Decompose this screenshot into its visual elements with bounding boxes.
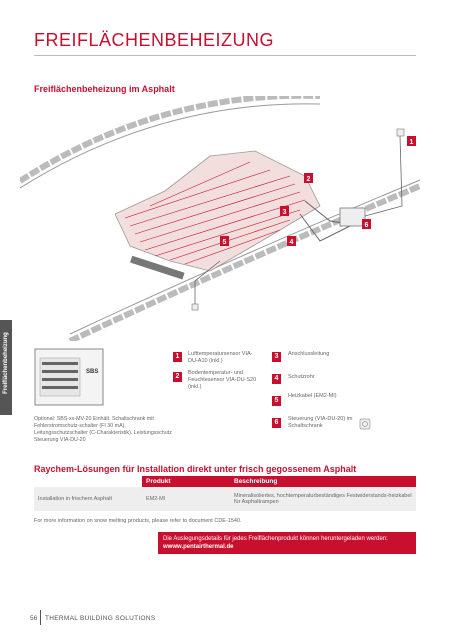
side-tab-label: Freiflächenbeheizung [3, 332, 9, 394]
asphalt-heating-illustration: 1 2 3 4 5 6 [20, 96, 422, 341]
table-header-product: Produkt [142, 476, 230, 487]
callout-badge-4: 4 [272, 374, 281, 384]
design-details-box: Die Auslegungsdetails für jedes Freifläc… [158, 532, 416, 554]
callout-badge-2: 2 [173, 372, 182, 382]
svg-text:3: 3 [283, 209, 287, 216]
section-title-asphalt: Freiflächenbeheizung im Asphalt [34, 84, 175, 94]
table-cell-application: Installation in frischem Asphalt [34, 487, 142, 511]
table-row: Installation in frischem Asphalt EM2-MI … [34, 487, 416, 511]
callout-badge-5: 5 [272, 396, 281, 406]
svg-text:1: 1 [410, 139, 414, 146]
callout-text-6: Steuerung (VIA-DU-20) im Schaltschrank [288, 416, 353, 429]
callout-text-1: Lufttemperatursensor VIA-DU-A10 (inkl.) [188, 351, 253, 364]
product-table: Produkt Beschreibung Installation in fri… [34, 476, 416, 511]
side-tab: Freiflächenbeheizung [0, 320, 12, 415]
design-note: Die Auslegungsdetails für jedes Freifläc… [163, 536, 388, 542]
callout-badge-3: 3 [272, 352, 281, 362]
svg-text:6: 6 [365, 222, 369, 229]
callout-text-3: Anschlussleitung [288, 351, 330, 357]
cabinet-label: SBS [86, 369, 98, 375]
footer-title: THERMAL BUILDING SOLUTIONS [45, 615, 156, 622]
callout-badge-6: 6 [272, 418, 281, 428]
callout-text-5: Heizkabel (EM2-MI) [288, 393, 337, 399]
footer-divider [40, 610, 41, 625]
table-cell-description: Mineralisoliertes, hochtemperaturbeständ… [230, 487, 416, 511]
page-number: 56 [30, 615, 38, 622]
callout-text-4: Schutzrohr [288, 374, 315, 380]
callout-text-2: Bodentemperatur- und Feuchtesensor VIA-D… [188, 370, 257, 390]
table-header-blank [34, 476, 142, 487]
cabinet-caption: Optional: SBS-xx-MV-20 Einhält. Schaltsc… [34, 416, 172, 443]
design-url-link[interactable]: wwww.pentairthermal.de [163, 544, 234, 550]
section-title-raychem-solutions: Raychem-Lösungen für Installation direkt… [34, 464, 357, 474]
page-title: FREIFLÄCHENBEHEIZUNG [34, 30, 275, 50]
svg-text:4: 4 [290, 239, 294, 246]
svg-text:2: 2 [307, 176, 311, 183]
control-cabinet-image: SBS [34, 348, 104, 406]
more-info-text: For more information on snow melting pro… [34, 518, 242, 524]
table-cell-product: EM2-MI [142, 487, 230, 511]
title-divider [34, 55, 416, 56]
table-header-description: Beschreibung [230, 476, 416, 487]
controller-icon [359, 418, 371, 430]
svg-text:5: 5 [223, 239, 227, 246]
callout-badge-1: 1 [173, 352, 182, 362]
